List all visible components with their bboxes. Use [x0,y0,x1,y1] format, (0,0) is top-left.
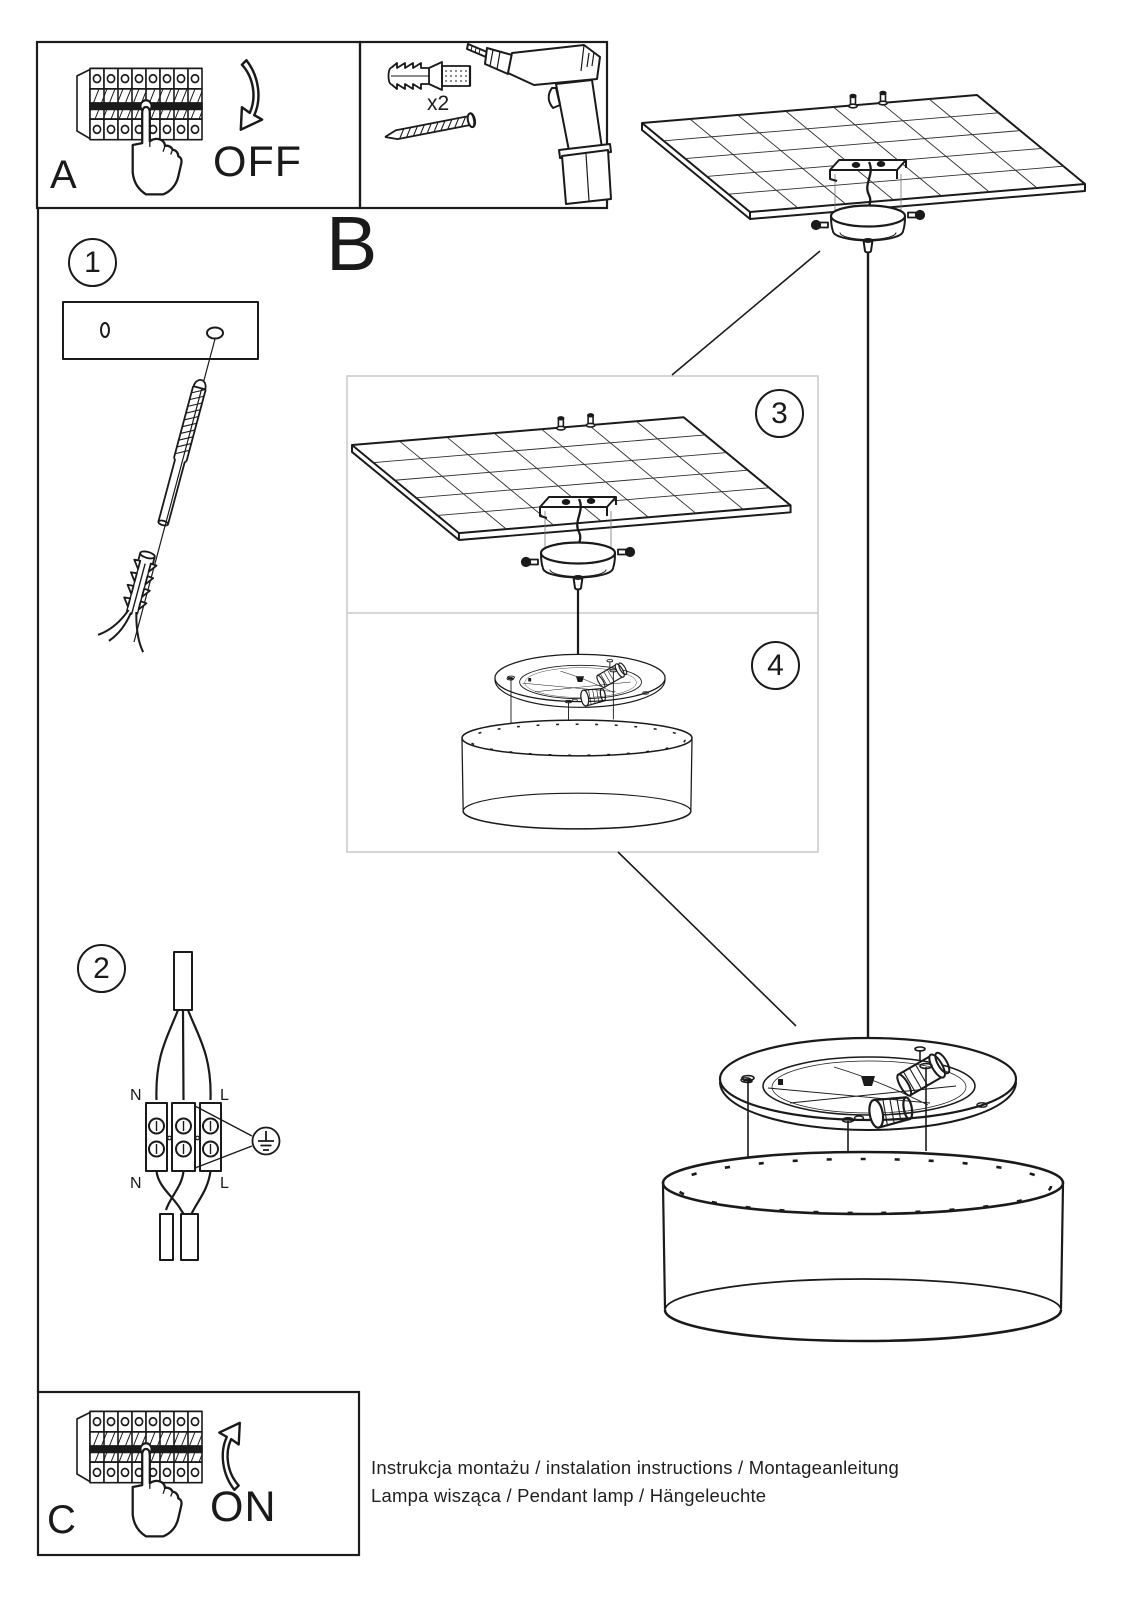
lamp-cable-right [180,1213,199,1261]
step-1-number: 1 [84,245,101,279]
ground-symbol-icon [251,1126,281,1156]
wire-label-l-top: L [220,1087,229,1104]
off-label: OFF [213,138,302,186]
ground-leader-lines [194,1105,253,1169]
wire-label-n-top: N [130,1087,142,1104]
step-4-number: 4 [767,648,784,682]
arrow-down-icon [239,59,264,131]
lamp-plate-main [718,1036,1018,1161]
lamp-plate-step4 [494,653,666,725]
wiring-diagram [145,951,281,1261]
shade-main [661,1150,1065,1343]
shade-step4 [461,719,693,830]
step-2-badge: 2 [77,944,126,993]
lamp-wires [155,1170,212,1217]
step-3-number: 3 [771,396,788,430]
ceiling-panel-step3 [351,412,792,542]
quantity-label: x2 [427,92,450,115]
drill-icon [466,43,612,205]
step-1-badge: 1 [68,238,117,287]
mounting-template-drawing [62,301,259,360]
panel-c-box [36,1390,361,1557]
caption-line-1: Instrukcja montażu / instalation instruc… [371,1457,899,1478]
wire-label-n-bottom: N [130,1175,142,1192]
tools-panel-box [358,40,609,210]
caption-line-2: Lampa wisząca / Pendant lamp / Hängeleuc… [371,1485,767,1506]
step-4-badge: 4 [751,641,800,690]
lamp-cable-left [159,1213,174,1261]
leader-line-lamp [617,851,797,1027]
on-label: ON [210,1483,277,1531]
leader-line-canopy [671,250,821,376]
wall-plug-icon [387,60,472,92]
panel-frames [35,40,609,1557]
wire-label-l-bottom: L [220,1175,229,1192]
screw-icon [382,111,478,145]
panel-b-label: B [326,201,378,287]
ceiling-panel-main [641,90,1086,220]
arrow-up-icon [218,1421,241,1492]
inset-box [346,375,819,853]
step-2-number: 2 [93,951,110,985]
panel-c-label: C [47,1498,76,1542]
supply-cable-drawing [173,951,193,1011]
long-screw-drawing [155,377,209,528]
panel-a-label: A [50,153,77,197]
step-3-badge: 3 [755,389,804,438]
wall-anchor-drawing [95,544,170,654]
